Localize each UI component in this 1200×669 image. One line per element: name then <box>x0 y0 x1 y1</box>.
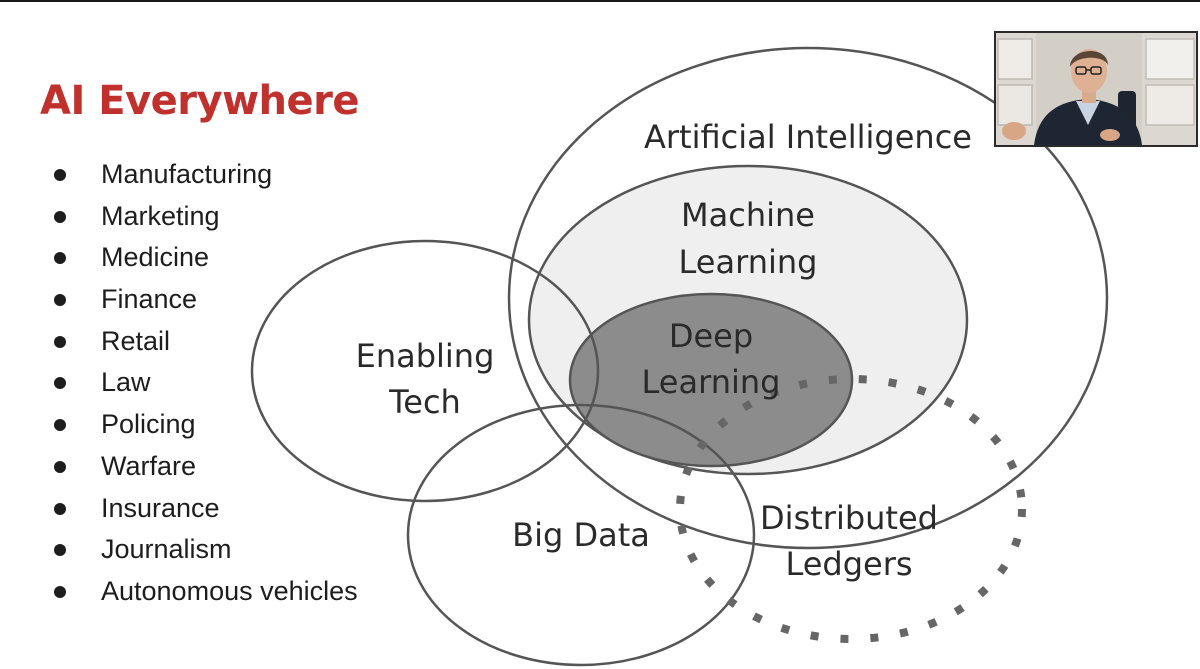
bullet-icon <box>54 544 66 557</box>
list-item: Medicine <box>52 237 358 279</box>
person-video-icon <box>996 33 1196 145</box>
bullet-icon <box>54 210 66 223</box>
bullet-icon <box>54 460 66 473</box>
label-enabling-tech-2: Tech <box>388 383 461 421</box>
dl-ellipse <box>568 292 854 468</box>
list-item: Warfare <box>52 446 358 488</box>
list-item-label: Autonomous vehicles <box>101 575 358 606</box>
label-distributed-ledgers-1: Distributed <box>760 499 938 537</box>
list-item: Manufacturing <box>52 154 358 196</box>
label-deep-learning-2: Learning <box>642 363 781 401</box>
list-item-label: Journalism <box>101 534 232 565</box>
label-big-data: Big Data <box>512 516 650 554</box>
bullet-icon <box>54 419 66 432</box>
list-item: Marketing <box>52 196 358 238</box>
list-item-label: Finance <box>101 284 198 315</box>
bullet-list: Manufacturing Marketing Medicine Finance… <box>52 154 358 613</box>
bullet-icon <box>54 294 66 307</box>
label-machine-learning-2: Learning <box>679 243 818 281</box>
list-item: Retail <box>52 321 358 363</box>
bullet-icon <box>54 585 66 598</box>
list-item-label: Marketing <box>101 200 220 231</box>
top-border <box>0 0 1200 2</box>
list-item-label: Warfare <box>101 450 197 481</box>
list-item: Insurance <box>52 488 358 530</box>
bullet-icon <box>54 169 66 181</box>
list-item-label: Policing <box>101 409 196 440</box>
label-enabling-tech-1: Enabling <box>356 337 495 375</box>
list-item-label: Manufacturing <box>101 159 273 189</box>
enabling-tech-ellipse <box>250 239 600 503</box>
list-item-label: Retail <box>101 325 171 356</box>
big-data-ellipse <box>406 403 756 667</box>
bullet-icon <box>54 252 66 265</box>
bullet-icon <box>54 502 66 515</box>
bullet-icon <box>54 335 66 348</box>
label-artificial-intelligence: Artificial Intelligence <box>644 118 972 156</box>
list-item: Autonomous vehicles <box>52 571 358 613</box>
slide-title: AI Everywhere <box>40 78 360 124</box>
list-item-label: Medicine <box>101 242 210 273</box>
list-item-label: Law <box>101 367 151 398</box>
list-item: Journalism <box>52 529 358 571</box>
distributed-ledgers-ellipse <box>676 375 1026 643</box>
label-machine-learning-1: Machine <box>681 196 815 234</box>
webcam-thumbnail[interactable] <box>994 31 1198 147</box>
list-item: Law <box>52 362 358 404</box>
label-distributed-ledgers-2: Ledgers <box>785 545 912 583</box>
list-item-label: Insurance <box>101 492 220 523</box>
list-item: Policing <box>52 404 358 446</box>
bullet-icon <box>54 377 66 390</box>
list-item: Finance <box>52 279 358 321</box>
label-deep-learning-1: Deep <box>669 317 753 355</box>
